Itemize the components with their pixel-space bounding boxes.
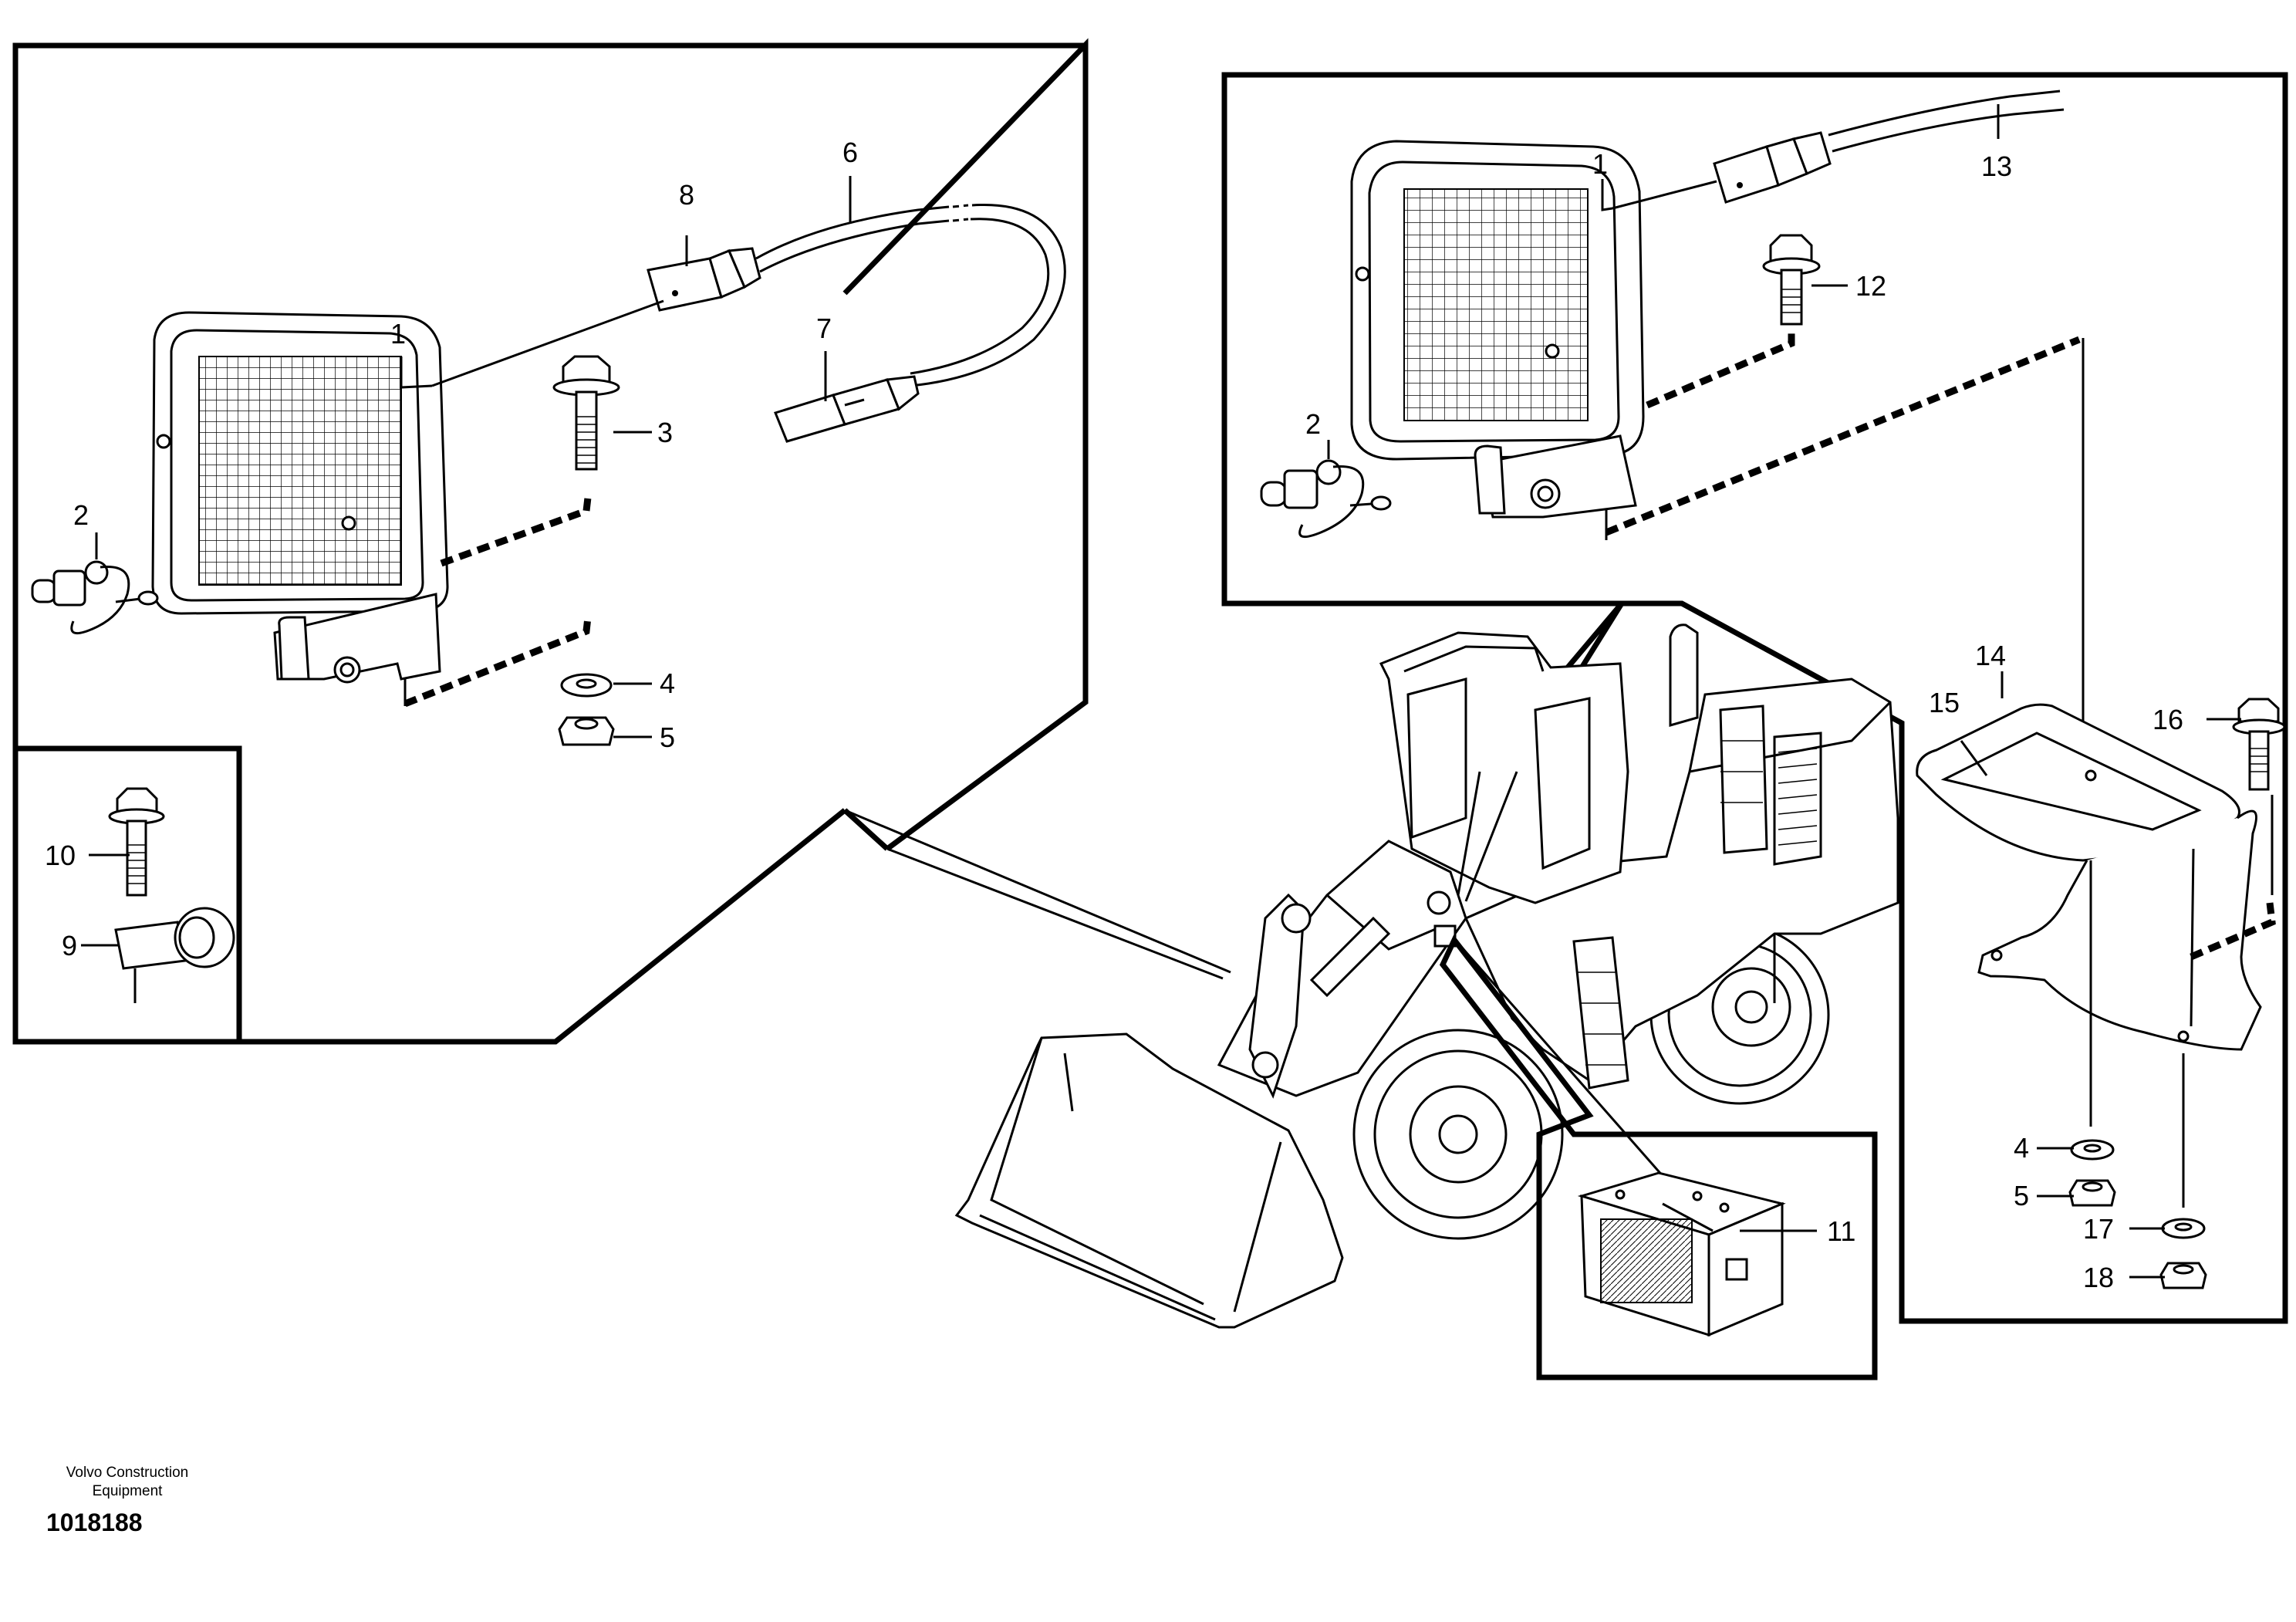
- callout-right-cable: 13: [1981, 150, 2012, 182]
- work-light-icon: [1350, 140, 1645, 519]
- drawing-number: 1018188: [46, 1509, 143, 1536]
- wheel-loader-icon: [954, 623, 1899, 1329]
- connector-end-icon: [773, 375, 920, 443]
- left-detail-frame: [12, 38, 1089, 1045]
- company-name-line2: Equipment: [92, 1483, 163, 1499]
- callout-clip: 9: [62, 930, 77, 961]
- callout-right-light: 1: [1592, 148, 1608, 180]
- callout-right-nut: 5: [2014, 1180, 2029, 1211]
- callout-left-bolt: 3: [657, 417, 673, 448]
- callout-left-bulb: 2: [73, 499, 89, 531]
- callout-connector-end: 7: [816, 313, 832, 344]
- callout-left-nut: 5: [660, 721, 675, 753]
- right-detail-frame: [1221, 72, 2288, 1324]
- bulb-icon: [31, 560, 159, 635]
- relay-inset-frame: [1439, 934, 1878, 1380]
- callout-bracket: 14: [1975, 640, 2006, 671]
- callout-labels: 1 2 3 4 5 6 7 8 9 10 11 12 13 14 15 16 1…: [45, 137, 2183, 1293]
- washer-icon: [2161, 1218, 2206, 1239]
- callout-connector: 8: [679, 179, 694, 211]
- nut-icon: [558, 716, 615, 746]
- nut-icon: [2068, 1179, 2116, 1207]
- callout-bracket-bolt: 16: [2152, 704, 2183, 735]
- callout-bracket-nut: 18: [2083, 1262, 2114, 1293]
- callout-right-washer: 4: [2014, 1132, 2029, 1164]
- washer-icon: [560, 673, 613, 698]
- left-leaders: [95, 176, 852, 738]
- callout-right-bolt: 12: [1855, 270, 1886, 302]
- company-name: Volvo Construction Equipment: [46, 1464, 208, 1501]
- bracket-icon: [1916, 703, 2262, 1051]
- nut-icon: [2159, 1262, 2207, 1289]
- callout-bracket-washer: 17: [2083, 1213, 2114, 1245]
- cable: [755, 203, 1066, 387]
- washer-icon: [2070, 1139, 2115, 1161]
- callout-relay: 11: [1827, 1215, 1855, 1247]
- bolt-icon: [2232, 698, 2286, 791]
- bolt-icon: [108, 787, 165, 897]
- bolt-icon: [552, 355, 620, 471]
- clip-icon: [114, 907, 235, 1003]
- relay-icon: [1577, 1171, 1786, 1337]
- callout-pad: 15: [1929, 687, 1960, 718]
- company-name-line1: Volvo Construction: [66, 1465, 189, 1481]
- callout-clip-bolt: 10: [45, 840, 76, 871]
- connector-icon: [647, 247, 761, 312]
- callout-cable: 6: [842, 137, 858, 168]
- connector-icon: [1713, 131, 1832, 204]
- bolt-icon: [1762, 234, 1821, 326]
- work-light-icon: [151, 311, 449, 684]
- bulb-icon: [1260, 459, 1392, 539]
- callout-left-washer: 4: [660, 667, 675, 699]
- callout-right-bulb: 2: [1305, 408, 1321, 440]
- callout-left-light: 1: [390, 318, 406, 350]
